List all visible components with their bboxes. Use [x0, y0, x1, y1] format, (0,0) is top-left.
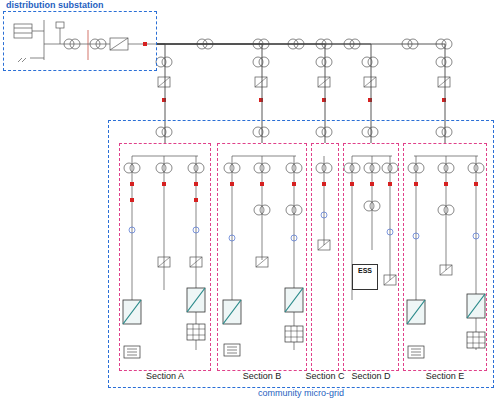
- feeder-line: [157, 44, 325, 143]
- feeder-line: [157, 44, 445, 143]
- section-region: Section B: [217, 143, 307, 371]
- region-label: ESS: [358, 267, 372, 275]
- region-label: Section B: [243, 372, 282, 382]
- ess-box: ESS: [352, 264, 378, 290]
- microgrid-region: community micro-gridSection ASection BSe…: [108, 120, 494, 388]
- region-label: Section D: [351, 372, 390, 382]
- section-region: Section A: [119, 143, 211, 371]
- region-label: community micro-grid: [258, 389, 344, 399]
- section-region: Section E: [403, 143, 487, 371]
- section-region: Section C: [311, 143, 339, 371]
- region-label: Section A: [146, 372, 184, 382]
- feeder-line: [157, 44, 165, 143]
- region-label: distribution substation: [6, 1, 104, 11]
- feeder-line: [157, 44, 371, 143]
- section-region: Section DESS: [343, 143, 399, 371]
- region-label: Section C: [305, 372, 344, 382]
- feeder-line: [157, 44, 262, 143]
- region-label: Section E: [426, 372, 465, 382]
- substation-region: distribution substation: [3, 11, 157, 71]
